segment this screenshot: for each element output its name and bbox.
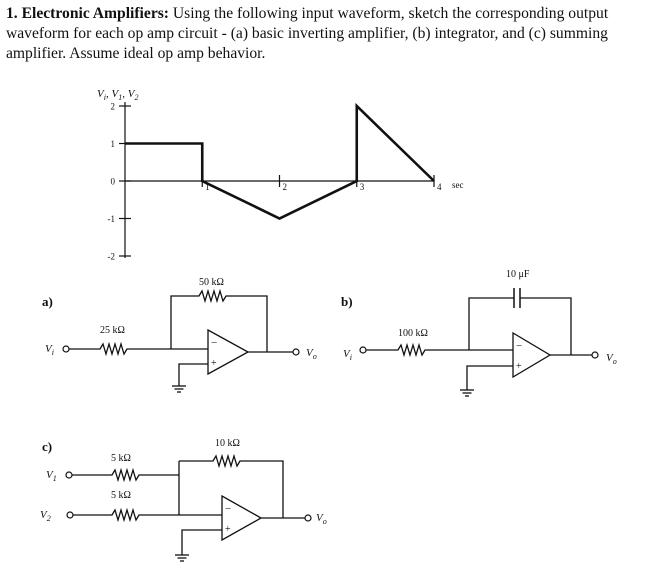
- circuit-c-r2-label: 5 kΩ: [111, 490, 131, 501]
- circuit-b-ground-icon: [459, 383, 475, 397]
- circuit-b-output-label: Vo: [606, 352, 617, 366]
- circuit-b-integrator: b) 10 μF 100 kΩ Vi Vo − +: [341, 269, 617, 397]
- circuit-c-plus: +: [225, 524, 231, 535]
- y-tick-label: -2: [108, 252, 116, 262]
- waveform-y-ticks: 2 1 0 -1 -2: [108, 102, 131, 262]
- circuit-c-r1-label: 5 kΩ: [111, 453, 131, 464]
- circuit-c-output-label: Vo: [316, 512, 327, 526]
- circuit-b-input-terminal: [359, 346, 367, 354]
- circuit-a-output-terminal: [292, 348, 300, 356]
- circuit-a-input-resistor-label: 25 kΩ: [100, 325, 125, 336]
- circuit-b-label: b): [341, 294, 353, 309]
- circuit-a-input-label: Vi: [45, 343, 54, 357]
- circuit-b-input-resistor-label: 100 kΩ: [398, 328, 428, 339]
- waveform-signal: [125, 102, 435, 220]
- circuit-c-summing-amplifier: c) 10 kΩ 5 kΩ 5 kΩ V1 V2 Vo − +: [40, 438, 327, 562]
- waveform-y-axis-label: Vi, V1, V2: [97, 88, 138, 102]
- waveform-x-unit: sec: [452, 180, 464, 190]
- circuit-b-capacitor-label: 10 μF: [506, 269, 530, 280]
- circuit-a-input-resistor: [69, 341, 208, 357]
- problem-statement: 1. Electronic Amplifiers: Using the foll…: [6, 4, 660, 64]
- circuit-a-plus: +: [211, 358, 217, 369]
- circuit-b-ground-wire: [466, 365, 513, 384]
- waveform-x-ticks: 1 2 3 4: [201, 175, 442, 192]
- circuit-a-feedback-resistor-label: 50 kΩ: [199, 277, 224, 288]
- circuit-a-inverting-amplifier: a) 50 kΩ 25 kΩ Vi Vo − +: [42, 277, 317, 393]
- circuit-c-ground-wire: [181, 529, 222, 549]
- circuit-c-ground-icon: [174, 548, 190, 562]
- circuit-c-v2-label: V2: [40, 509, 51, 523]
- y-tick-label: -1: [108, 214, 116, 224]
- circuit-c-v1-label: V1: [46, 469, 57, 483]
- circuit-b-feedback-wire-left: [468, 297, 514, 350]
- y-tick-label: 1: [111, 139, 116, 149]
- x-tick-label: 2: [283, 182, 288, 192]
- circuit-a-ground-icon: [171, 379, 187, 393]
- circuit-b-opamp: [512, 331, 552, 379]
- circuit-b-plus: +: [516, 361, 522, 372]
- input-waveform-plot: Vi, V1, V2 2 1 0 -1 -2 1 2 3 4 sec: [97, 88, 464, 262]
- circuit-a-ground-wire: [178, 363, 208, 380]
- circuit-a-output-label: Vo: [306, 347, 317, 361]
- problem-title: Electronic Amplifiers:: [21, 5, 169, 22]
- y-tick-label: 2: [111, 102, 116, 112]
- problem-body: Using the following input waveform, sket…: [6, 5, 609, 62]
- circuit-c-feedback-resistor-label: 10 kΩ: [215, 438, 240, 449]
- circuit-c-feedback-resistor: [179, 453, 284, 518]
- circuit-a-label: a): [42, 294, 53, 309]
- circuit-c-output-terminal: [304, 514, 312, 522]
- y-tick-label: 0: [111, 177, 116, 187]
- circuit-c-r2-resistor: [73, 507, 222, 523]
- circuit-a-opamp: [207, 328, 250, 376]
- x-tick-label: 1: [205, 182, 210, 192]
- circuit-b-input-resistor: [366, 342, 513, 358]
- circuit-c-opamp: [221, 494, 263, 542]
- circuit-a-minus: −: [211, 337, 217, 349]
- circuit-b-output-terminal: [591, 351, 599, 359]
- circuit-b-feedback-wire-right: [520, 297, 572, 355]
- circuit-c-label: c): [42, 439, 52, 454]
- circuit-c-minus: −: [225, 503, 231, 515]
- x-tick-label: 4: [437, 182, 442, 192]
- x-tick-label: 3: [360, 182, 365, 192]
- circuit-a-input-terminal: [62, 345, 70, 353]
- circuit-b-minus: −: [516, 340, 522, 352]
- problem-number: 1.: [6, 5, 18, 22]
- circuit-c-r1-resistor: [72, 467, 179, 483]
- circuit-c-v2-terminal: [66, 511, 74, 519]
- circuit-b-input-label: Vi: [343, 348, 352, 362]
- circuit-a-feedback-resistor: [170, 288, 268, 352]
- circuit-c-v1-terminal: [65, 471, 73, 479]
